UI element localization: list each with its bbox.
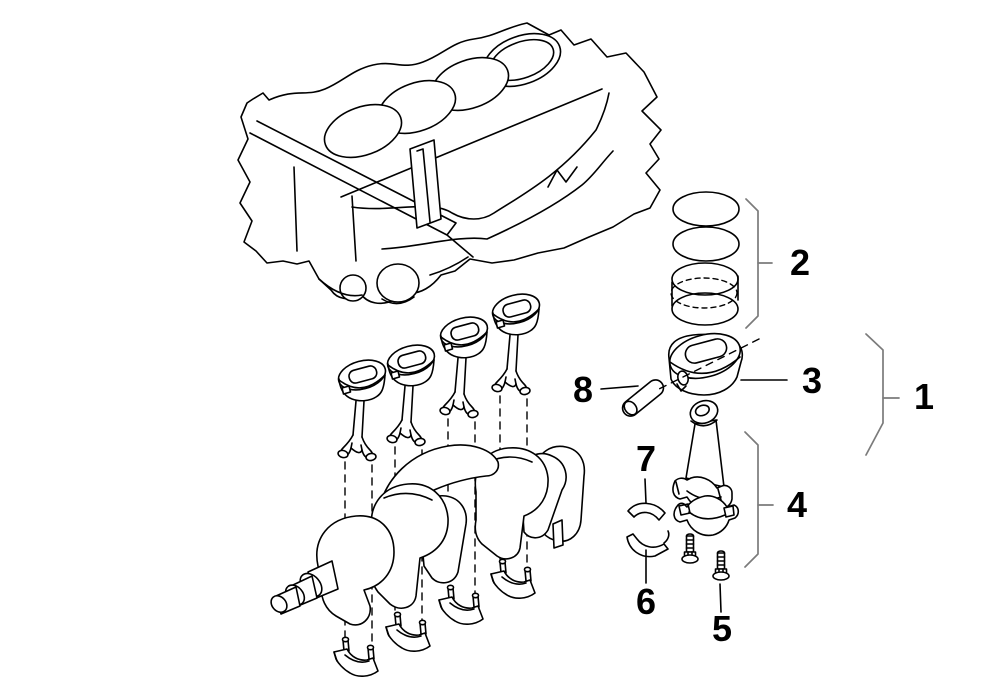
rod-cap xyxy=(673,495,740,537)
rod-bolts-drawing xyxy=(681,533,730,581)
crankshaft-drawing xyxy=(270,444,586,626)
piston-pin-drawing xyxy=(621,379,665,417)
pin-centerline xyxy=(656,338,760,391)
bearing-cap-4 xyxy=(490,558,536,600)
callout-4: 4 xyxy=(786,484,808,525)
upper-bearing-shell xyxy=(627,502,666,521)
rod-bolt-right xyxy=(712,550,730,581)
bearing-cap-1 xyxy=(333,636,379,678)
bearing-shells-drawing xyxy=(626,502,670,558)
piston-rod-assembly-4 xyxy=(488,288,544,397)
piston-drawing xyxy=(668,332,744,396)
lower-bearing-shell xyxy=(626,533,669,558)
crank-front-counterweight xyxy=(316,515,395,626)
bracket-4 xyxy=(744,431,759,568)
bearing-cap-3 xyxy=(438,584,484,626)
top-compression-ring xyxy=(672,191,740,227)
crank-counterweight xyxy=(370,483,449,609)
leader-8 xyxy=(600,385,639,390)
callout-2: 2 xyxy=(789,242,811,283)
leader-7 xyxy=(644,478,647,504)
rod-small-end xyxy=(689,399,719,425)
oil-ring-upper-rail xyxy=(671,262,739,296)
callout-brackets xyxy=(744,198,900,568)
callout-3: 3 xyxy=(801,360,823,401)
piston-rod-assembly-2 xyxy=(383,339,439,448)
connecting-rod-drawing xyxy=(672,399,740,537)
oil-ring-expander xyxy=(670,277,738,309)
callout-leader-lines xyxy=(600,379,788,613)
piston-rod-assembly-3 xyxy=(436,311,492,420)
callout-7: 7 xyxy=(635,438,657,479)
cylinder-bore-1 xyxy=(323,103,403,159)
piston-rod-assemblies-drawing xyxy=(334,288,544,463)
callout-6: 6 xyxy=(635,581,657,622)
rod-bolt-left xyxy=(681,533,699,564)
bracket-1 xyxy=(865,333,884,456)
oil-ring-lower-rail xyxy=(671,292,739,326)
callout-1: 1 xyxy=(913,376,935,417)
second-compression-ring xyxy=(672,226,740,262)
leader-5 xyxy=(719,583,722,613)
engine-block-drawing xyxy=(237,22,662,305)
piston-rod-assembly-1 xyxy=(334,354,390,463)
deck-edge xyxy=(340,88,603,198)
bearing-cap-2 xyxy=(385,611,431,653)
callout-8: 8 xyxy=(572,369,594,410)
piston-rings-drawing xyxy=(670,191,740,326)
crank-counterweight xyxy=(474,447,549,560)
bracket-2 xyxy=(745,198,759,329)
callout-5: 5 xyxy=(711,608,733,649)
